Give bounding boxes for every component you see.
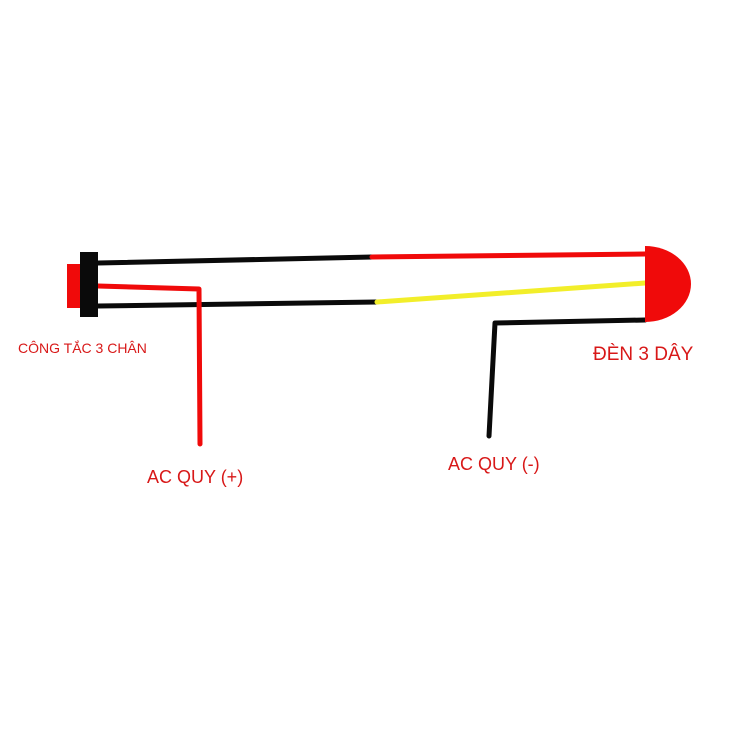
switch-icon [67, 252, 98, 317]
wire-switch-to-lamp-top [95, 251, 648, 266]
switch-label: CÔNG TẮC 3 CHÂN [18, 340, 147, 356]
wire-switch-to-battery-positive [95, 283, 203, 447]
lamp-icon [645, 246, 691, 322]
lamp-label: ĐÈN 3 DÂY [593, 344, 694, 365]
wire-lamp-to-battery-negative [486, 317, 648, 439]
wire-switch-to-lamp-bottom [95, 280, 648, 309]
battery-positive-label: AC QUY (+) [147, 467, 244, 487]
battery-negative-label: AC QUY (-) [448, 454, 540, 474]
